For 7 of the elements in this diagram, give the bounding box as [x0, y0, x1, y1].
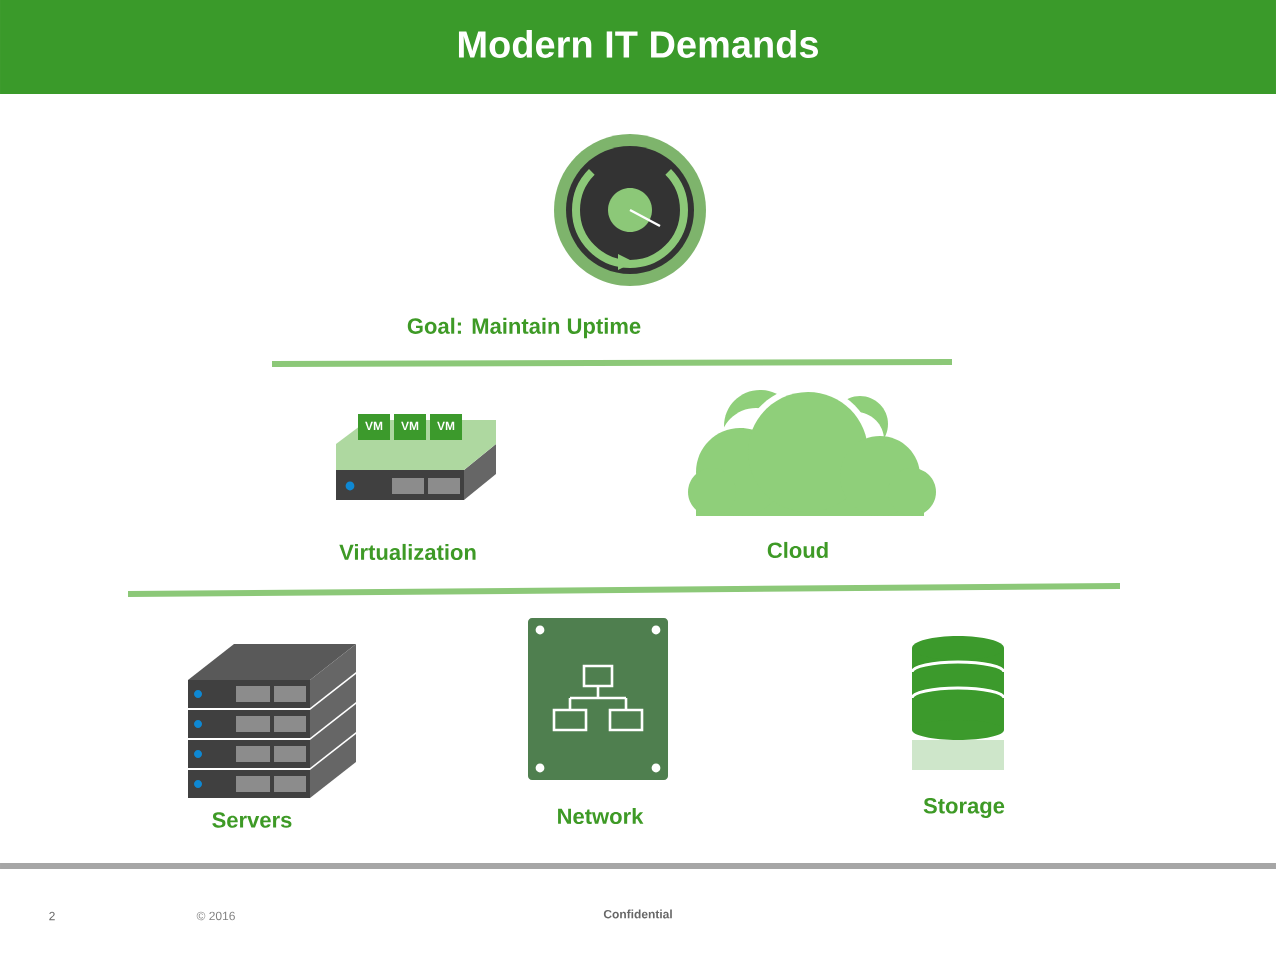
- goal-heading: Goal: Maintain Uptime: [407, 317, 641, 339]
- category-label: Servers: [212, 812, 292, 828]
- category-label: Virtualization: [339, 543, 476, 561]
- category-label: Cloud: [767, 541, 828, 559]
- category-label: Network: [558, 807, 644, 825]
- category-label: Storage: [923, 798, 1005, 818]
- header-bar: Modern IT Demands: [0, 0, 1276, 94]
